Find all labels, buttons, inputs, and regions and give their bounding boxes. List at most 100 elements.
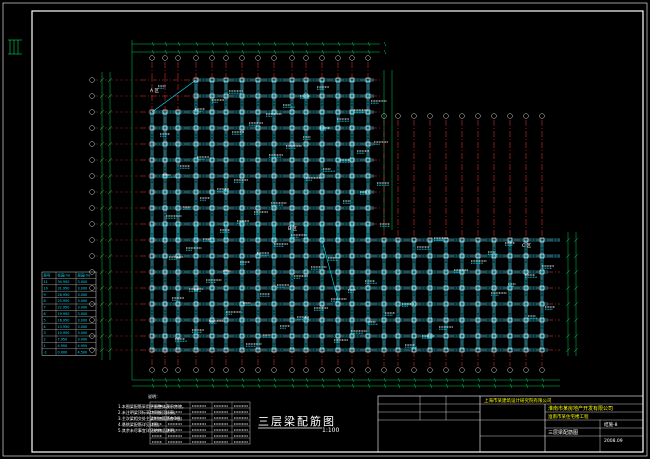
column: [149, 189, 155, 195]
column: [349, 253, 355, 259]
axis-bubble: [395, 367, 401, 373]
column: [381, 285, 387, 291]
column: [365, 125, 371, 131]
notes-block: 说明： 1.本图梁配筋采用平面整体表示方法。 2.未注明梁顶标高均同板顶标高。 …: [118, 393, 186, 433]
level-table-cell: 4: [44, 325, 46, 329]
column: [539, 347, 545, 353]
column: [193, 269, 199, 275]
dim-tick: [541, 383, 545, 389]
beam-diag: [321, 239, 339, 301]
column: [289, 221, 295, 227]
axis-bubble: [459, 367, 465, 373]
column: [427, 253, 433, 259]
level-table-cell: 3.000: [78, 306, 88, 310]
level-table-cell: 3.000: [78, 312, 88, 316]
axis-bubble: [303, 367, 309, 373]
axis-bubble: [319, 55, 325, 61]
dim-tick: [151, 377, 155, 383]
axis-bubble: [149, 367, 155, 373]
column: [365, 269, 371, 275]
column: [255, 157, 261, 163]
column: [539, 269, 545, 275]
column: [395, 285, 401, 291]
column: [255, 93, 261, 99]
column: [255, 221, 261, 227]
axis-bubble: [349, 367, 355, 373]
column: [319, 189, 325, 195]
column: [193, 253, 199, 259]
column: [209, 77, 215, 83]
column: [289, 125, 295, 131]
dim-tick: [241, 383, 245, 389]
column: [523, 333, 529, 339]
dim-tick: [291, 383, 295, 389]
sheet-inner-frame: [31, 10, 644, 453]
dim-tick: [445, 377, 449, 383]
dim-tick: [273, 41, 277, 47]
level-table-cell: 3.000: [78, 299, 88, 303]
dim-tick: [573, 333, 579, 339]
column: [335, 221, 341, 227]
column: [381, 301, 387, 307]
project-name: 淮南市某住宅楼工程: [548, 413, 589, 420]
dim-tick: [461, 377, 465, 383]
level-table-cell: 28.950: [58, 293, 70, 297]
column: [209, 269, 215, 275]
level-table-cell: 3.000: [78, 325, 88, 329]
column: [335, 285, 341, 291]
column: [223, 125, 229, 131]
column: [209, 141, 215, 147]
dim-tick: [195, 377, 199, 383]
axis-bubble: [223, 367, 229, 373]
axis-bubble: [209, 367, 215, 373]
column: [162, 347, 168, 353]
note-1: 1.本图梁配筋采用平面整体表示方法。: [118, 403, 186, 409]
column: [209, 347, 215, 353]
column: [162, 285, 168, 291]
level-table-cell: 31.950: [58, 286, 70, 290]
column: [365, 237, 371, 243]
column: [443, 317, 449, 323]
column: [335, 333, 341, 339]
column: [539, 317, 545, 323]
column: [149, 221, 155, 227]
level-table-cell: 1: [44, 344, 46, 348]
column: [162, 141, 168, 147]
column: [175, 109, 181, 115]
column: [349, 205, 355, 211]
column: [303, 317, 309, 323]
axis-bubble: [443, 367, 449, 373]
dim-tick: [565, 269, 571, 275]
column: [491, 301, 497, 307]
dim-tick: [477, 377, 481, 383]
schedule-frame: [149, 401, 251, 445]
column: [149, 269, 155, 275]
dim-tick: [225, 377, 229, 383]
column: [475, 269, 481, 275]
column: [523, 347, 529, 353]
level-table-cell: 5: [44, 318, 46, 322]
column: [365, 157, 371, 163]
column: [175, 157, 181, 163]
column: [175, 347, 181, 353]
column: [289, 77, 295, 83]
title-block: 上海市某建筑设计研究院有限公司 淮南市某房地产开发有限公司 淮南市某住宅楼工程 …: [377, 395, 644, 453]
column: [193, 189, 199, 195]
column: [381, 237, 387, 243]
column: [193, 347, 199, 353]
column: [223, 93, 229, 99]
axis-bubble: [89, 93, 95, 99]
dim-tick: [383, 49, 387, 55]
dim-tick: [565, 285, 571, 291]
column: [223, 269, 229, 275]
column: [335, 301, 341, 307]
column: [319, 141, 325, 147]
column: [303, 125, 309, 131]
column: [209, 237, 215, 243]
axis-bubble: [349, 55, 355, 61]
column: [491, 347, 497, 353]
column: [271, 333, 277, 339]
column: [319, 269, 325, 275]
column: [303, 221, 309, 227]
column: [411, 317, 417, 323]
